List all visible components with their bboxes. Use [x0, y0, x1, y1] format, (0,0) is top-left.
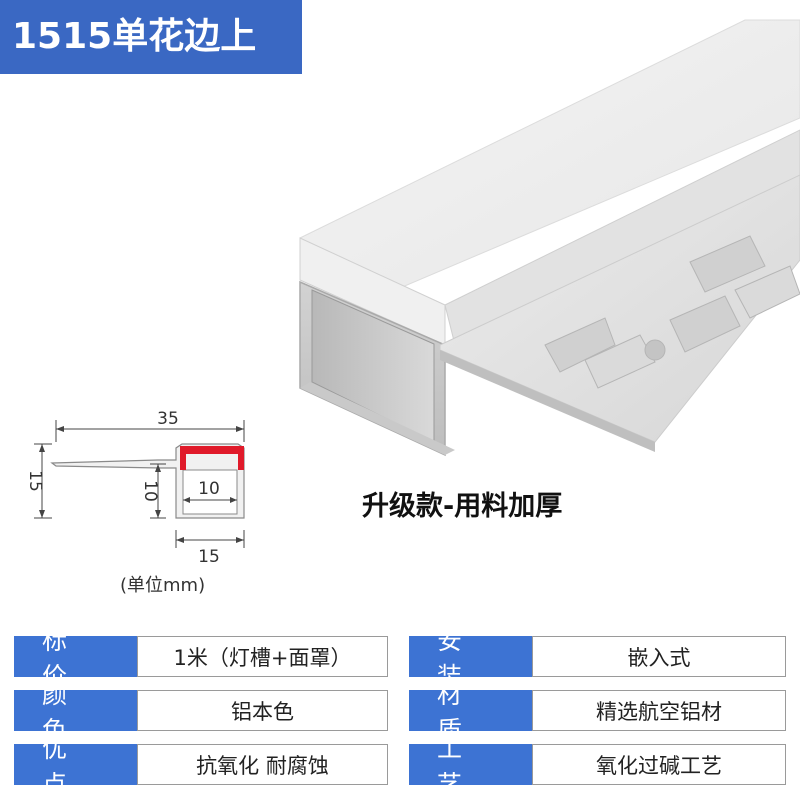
dim-channel-width: 15 — [198, 547, 220, 567]
dim-height-total: 15 — [25, 470, 45, 492]
dim-width-total: 35 — [157, 409, 179, 429]
spec-label-process: 工艺 — [409, 734, 532, 799]
spec-value-color: 铝本色 — [137, 690, 388, 731]
dim-slot-inner: 10 — [198, 479, 220, 499]
product-title: 1515单花边上 — [0, 0, 302, 74]
slogan-text: 升级款-用料加厚 — [362, 491, 563, 522]
unit-note: (单位mm) — [120, 575, 206, 596]
cross-section-diagram: 35 15 10 10 15 — [25, 409, 245, 567]
spec-label-price: 标价 — [14, 626, 137, 691]
dim-slot-height: 10 — [140, 480, 160, 502]
aluminum-profile-photo: 35 15 10 10 15 — [25, 19, 800, 567]
spec-label-material: 材质 — [409, 680, 532, 745]
spec-value-process: 氧化过碱工艺 — [532, 744, 786, 785]
spec-label-color: 颜色 — [14, 680, 137, 745]
spec-value-price: 1米（灯槽+面罩） — [137, 636, 388, 677]
spec-value-advantage: 抗氧化 耐腐蚀 — [137, 744, 388, 785]
spec-label-install: 安装 — [409, 626, 532, 691]
spec-value-material: 精选航空铝材 — [532, 690, 786, 731]
spec-label-advantage: 优点 — [14, 734, 137, 799]
spec-value-install: 嵌入式 — [532, 636, 786, 677]
